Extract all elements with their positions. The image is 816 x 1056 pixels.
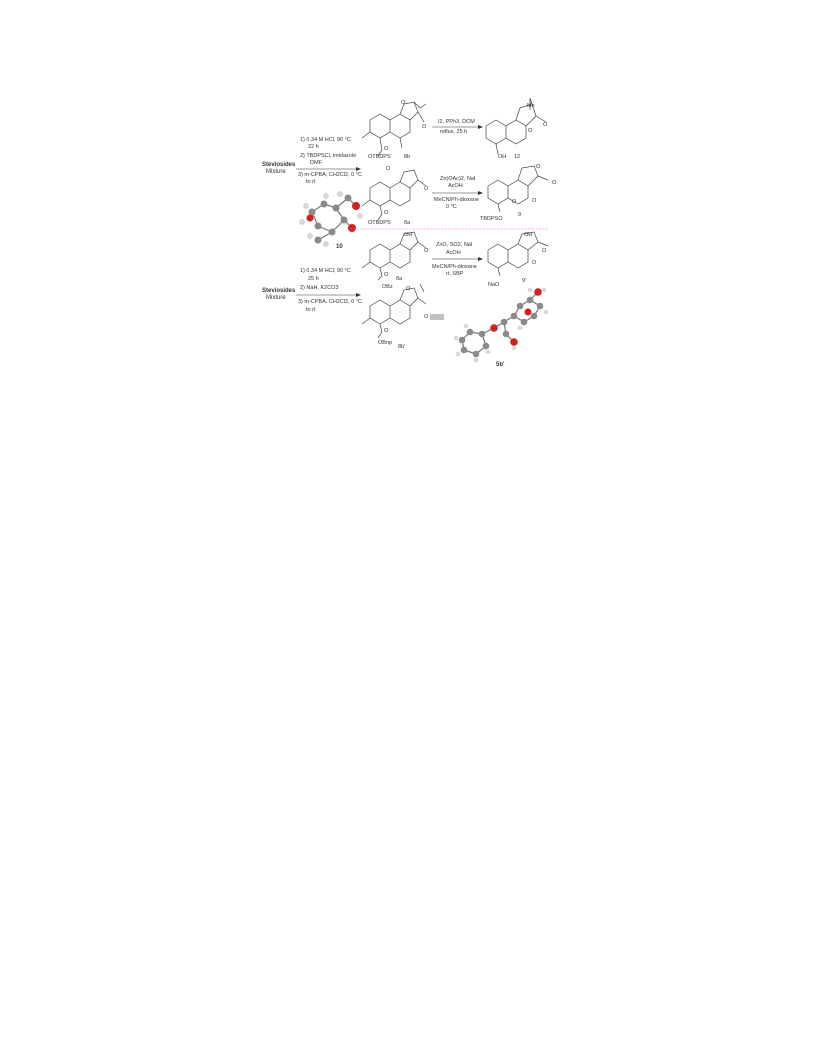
compound-9-structure: [487, 165, 549, 213]
cond-bot-3: 2) NaH, K2CO3: [300, 285, 339, 291]
compound-9prime-structure: [487, 231, 549, 277]
start-label-2b: Mixture: [266, 295, 286, 301]
label-12: 12: [514, 154, 520, 160]
o-label-9-top: O: [536, 164, 541, 170]
compound-8a-structure: [361, 169, 427, 221]
label-8a-lower: 8a: [396, 276, 403, 282]
reagent-top-1: I2, PPh3, DCM: [438, 119, 475, 125]
cond-top-2: 22 h: [308, 144, 319, 150]
compound-8b-structure: [361, 101, 427, 157]
reagent-top-2: reflux, 25 h: [440, 129, 467, 135]
label-10: 10: [336, 244, 343, 250]
reagent-low-4: rt, SBP: [446, 271, 464, 277]
sub-nao-9prime: NaO: [488, 282, 500, 288]
o-label-8a-2: O: [384, 210, 389, 216]
o-label-8a-lower: O: [424, 248, 429, 254]
reagent-mid-4: 0 °C: [446, 204, 457, 210]
reagent-low-1: ZnO, SO2, NaI: [436, 242, 473, 248]
sub-otbdps-8b: OTBDPS: [368, 154, 391, 160]
o-label-8b-3: O: [384, 146, 389, 152]
o-label-8a-top: O: [386, 166, 391, 172]
reagent-mid-3: MeCN/Ph-dioxane: [434, 197, 479, 203]
label-5bprime: 5b': [496, 362, 505, 368]
cond-bot-4: 3) m-CPBA, CH2Cl2, 0 °C: [298, 299, 362, 305]
cond-bot-2: 25 h: [308, 276, 319, 282]
molecule-model-10: [299, 191, 363, 247]
o-label-12-2: O: [528, 128, 533, 134]
o-label-8a-lower-2: O: [384, 272, 389, 278]
o-label-8bp-2: O: [384, 328, 389, 334]
o-label-8bp-top: O: [406, 286, 411, 292]
sub-me-12: Me: [527, 103, 535, 109]
reagent-low-3: MeCN/Ph-dioxane: [432, 264, 477, 270]
reagent-low-2: AcOH: [446, 250, 461, 256]
o-label-9-right: O: [552, 180, 557, 186]
label-8b: 8b: [404, 154, 410, 160]
sub-oh-9prime: OH: [524, 232, 532, 238]
reagent-mid-1: Zn(OAc)2, NaI: [440, 176, 476, 182]
o-label-12-1: O: [543, 122, 548, 128]
compound-12-structure: [485, 97, 547, 155]
cond-bot-5: to rt: [306, 307, 316, 313]
arrow-head-5: [356, 293, 361, 297]
sub-otbdps-8a: OTBDPS: [368, 220, 391, 226]
cond-top-1: 1) 0.34 M HCl, 90 °C: [300, 137, 351, 143]
cond-bot-1: 1) 0.34 M HCl, 90 °C: [300, 268, 351, 274]
label-9prime: 9': [522, 278, 526, 284]
label-9: 9: [518, 212, 521, 218]
o-label-9prime: O: [532, 260, 537, 266]
sub-tbdpso-9: TBDPSO: [480, 216, 503, 222]
o-label-8bp-1: O: [424, 314, 429, 320]
start-label-1a: Steviosides: [262, 162, 296, 168]
label-8a: 8a: [404, 220, 411, 226]
sub-oh-8a-lower: OH: [404, 232, 412, 238]
arrow-head-1: [356, 167, 361, 171]
label-8bprime: 8b': [398, 344, 405, 350]
arrow-head-3: [478, 191, 483, 195]
cond-top-5: 3) m-CPBA, CH2Cl2, 0 °C: [298, 172, 362, 178]
o-label-8a-1: O: [424, 186, 429, 192]
cond-top-6: to rt: [306, 179, 316, 185]
compound-8bprime-structure: [361, 283, 427, 339]
sub-oh-12: OH: [498, 154, 506, 160]
sub-obz-8a: OBz: [382, 284, 393, 290]
sub-obnp-8bp: OBnp: [378, 340, 392, 346]
molecule-model-5bprime: [453, 287, 549, 363]
arrow-head-2: [478, 125, 483, 129]
start-label-1b: Mixture: [266, 169, 286, 175]
arrow-head-4: [478, 257, 483, 261]
o-label-8b-2: O: [422, 124, 427, 130]
o-label-9-ring: O: [532, 198, 537, 204]
compound-8a-lower-structure: [361, 231, 427, 281]
o-label-8b-1: O: [401, 100, 406, 106]
reagent-mid-2: AcOH: [448, 183, 463, 189]
start-label-2a: Steviosides: [262, 288, 296, 294]
o-label-9-c: O: [512, 199, 517, 205]
cond-top-3: 2) TBDPSCl, imidazole: [300, 153, 356, 159]
cond-top-4: DMF: [310, 160, 323, 166]
o-label-9prime-2: O: [542, 248, 547, 254]
